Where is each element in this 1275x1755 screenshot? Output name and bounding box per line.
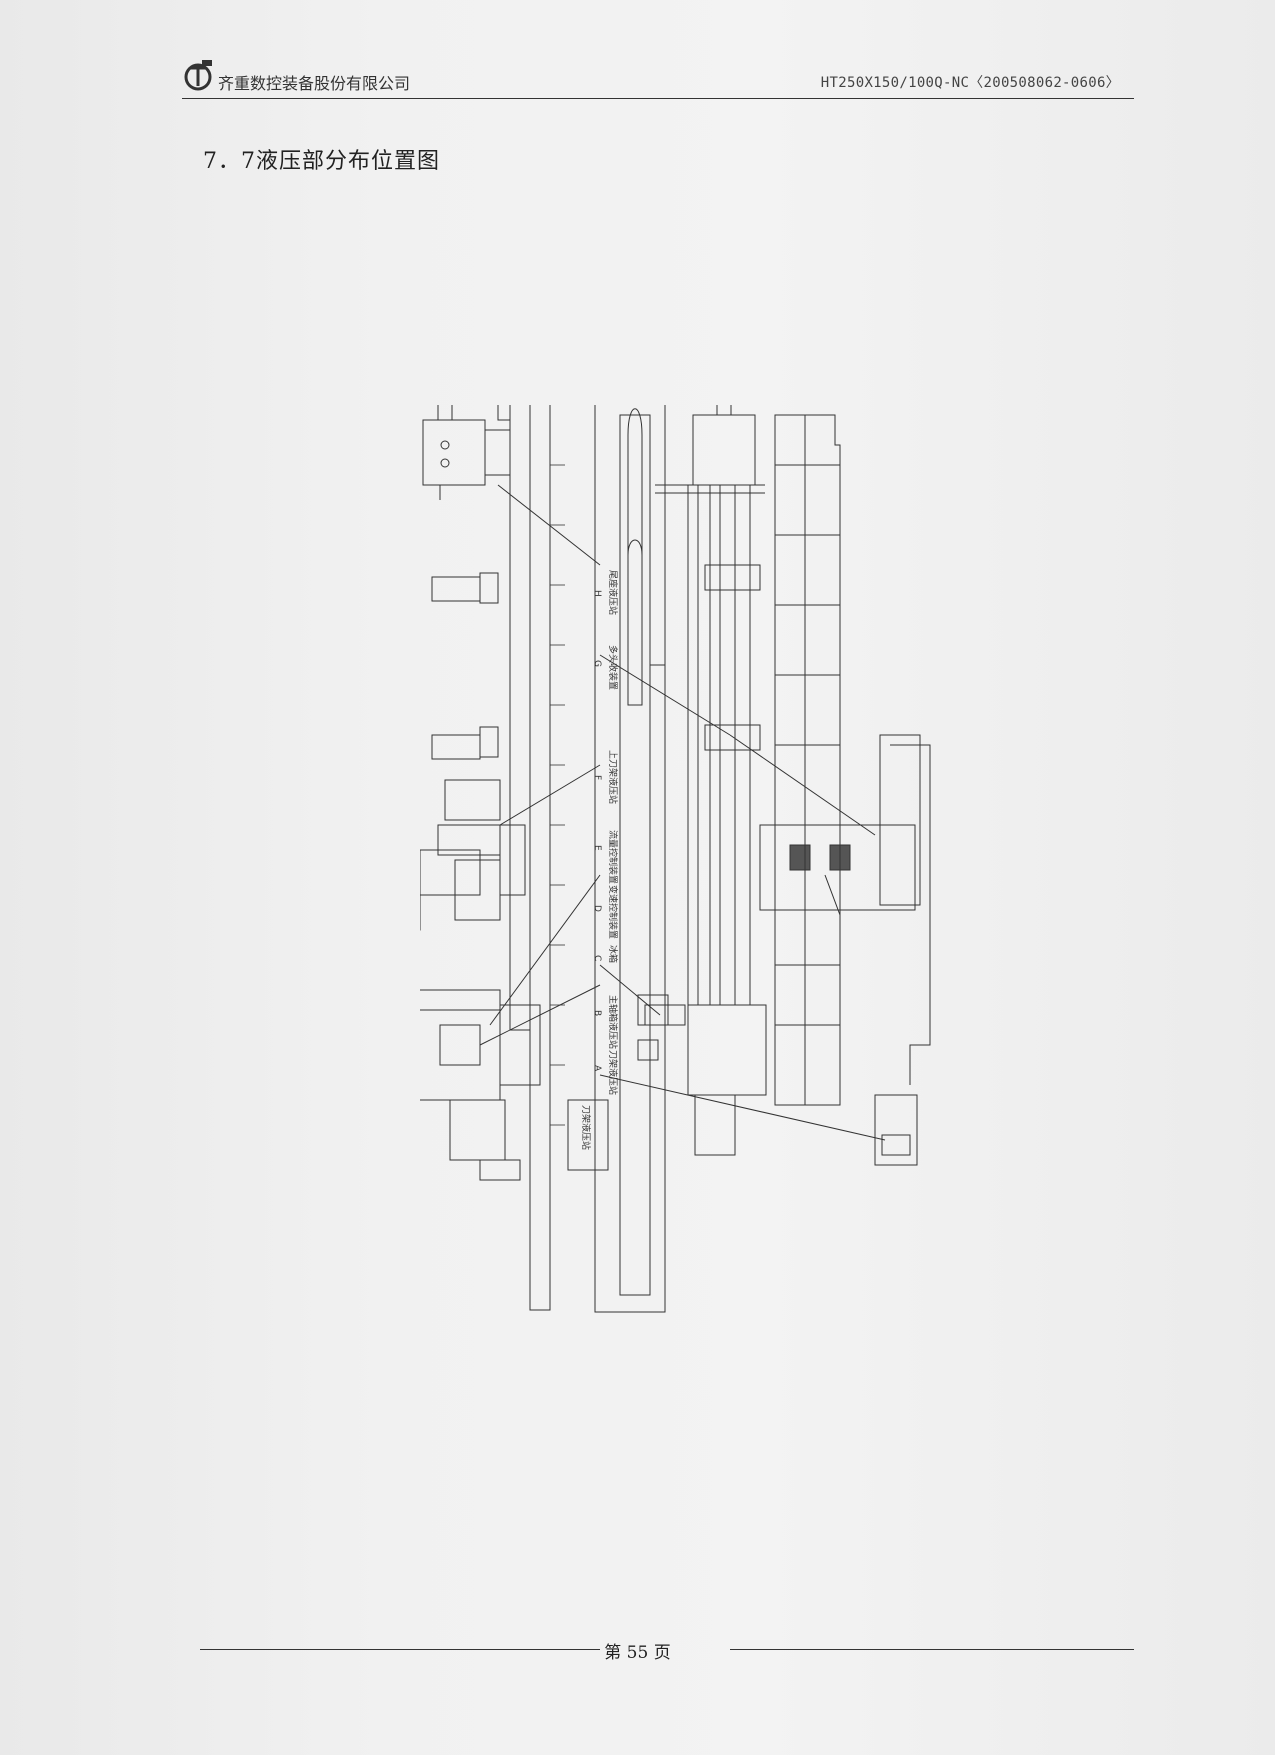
label-f-letter: F [592,775,602,780]
label-g-text: 多头收装置 [607,645,619,690]
hydraulic-layout-drawing: H 尾座液压站 G 多头收装置 F 上刀架液压站 E 流量控制装置 D 变速控制… [379,389,1040,1335]
tool-rest-station-box [567,1099,609,1171]
machine-drawing-svg: H 尾座液压站 G 多头收装置 F 上刀架液压站 E 流量控制装置 D 变速控制… [379,389,931,1313]
label-c-letter: C [592,955,602,961]
label-h-text: 尾座液压站 [607,570,619,615]
bed-outline [594,399,666,1313]
label-f-text: 上刀架液压站 [607,750,619,804]
labels-column: H 尾座液压站 G 多头收装置 F 上刀架液压站 E 流量控制装置 D 变速控制… [580,570,619,1150]
label-b-letter: B [592,1010,602,1016]
label-h-letter: H [592,590,602,597]
station-box-label: 刀架液压站 [580,1105,592,1150]
footer-rule-left [200,1649,600,1650]
company-logo-icon [184,60,212,91]
page-header: 齐重数控装备股份有限公司 HT250X150/100Q-NC〈200508062… [182,56,1134,99]
label-c-text: 冰箱 [607,945,619,963]
label-g-letter: G [592,660,602,667]
label-e-letter: E [592,845,602,851]
page-number: 第 55 页 [604,1643,671,1663]
label-d-text: 变速控制装置 [607,885,619,939]
headstock-station-box [874,1094,918,1166]
label-a-text: 刀架液压站 [607,1050,619,1095]
footer-rule-right [730,1649,1134,1650]
document-number: HT250X150/100Q-NC〈200508062-0606〉 [820,75,1120,91]
label-d-letter: D [592,905,602,912]
label-b-text: 主轴箱液压站 [607,995,619,1049]
label-a-letter: A [592,1065,602,1072]
section-title: 7．7液压部分布位置图 [203,149,440,174]
company-name: 齐重数控装备股份有限公司 [218,74,411,93]
label-e-text: 流量控制装置 [607,830,619,884]
